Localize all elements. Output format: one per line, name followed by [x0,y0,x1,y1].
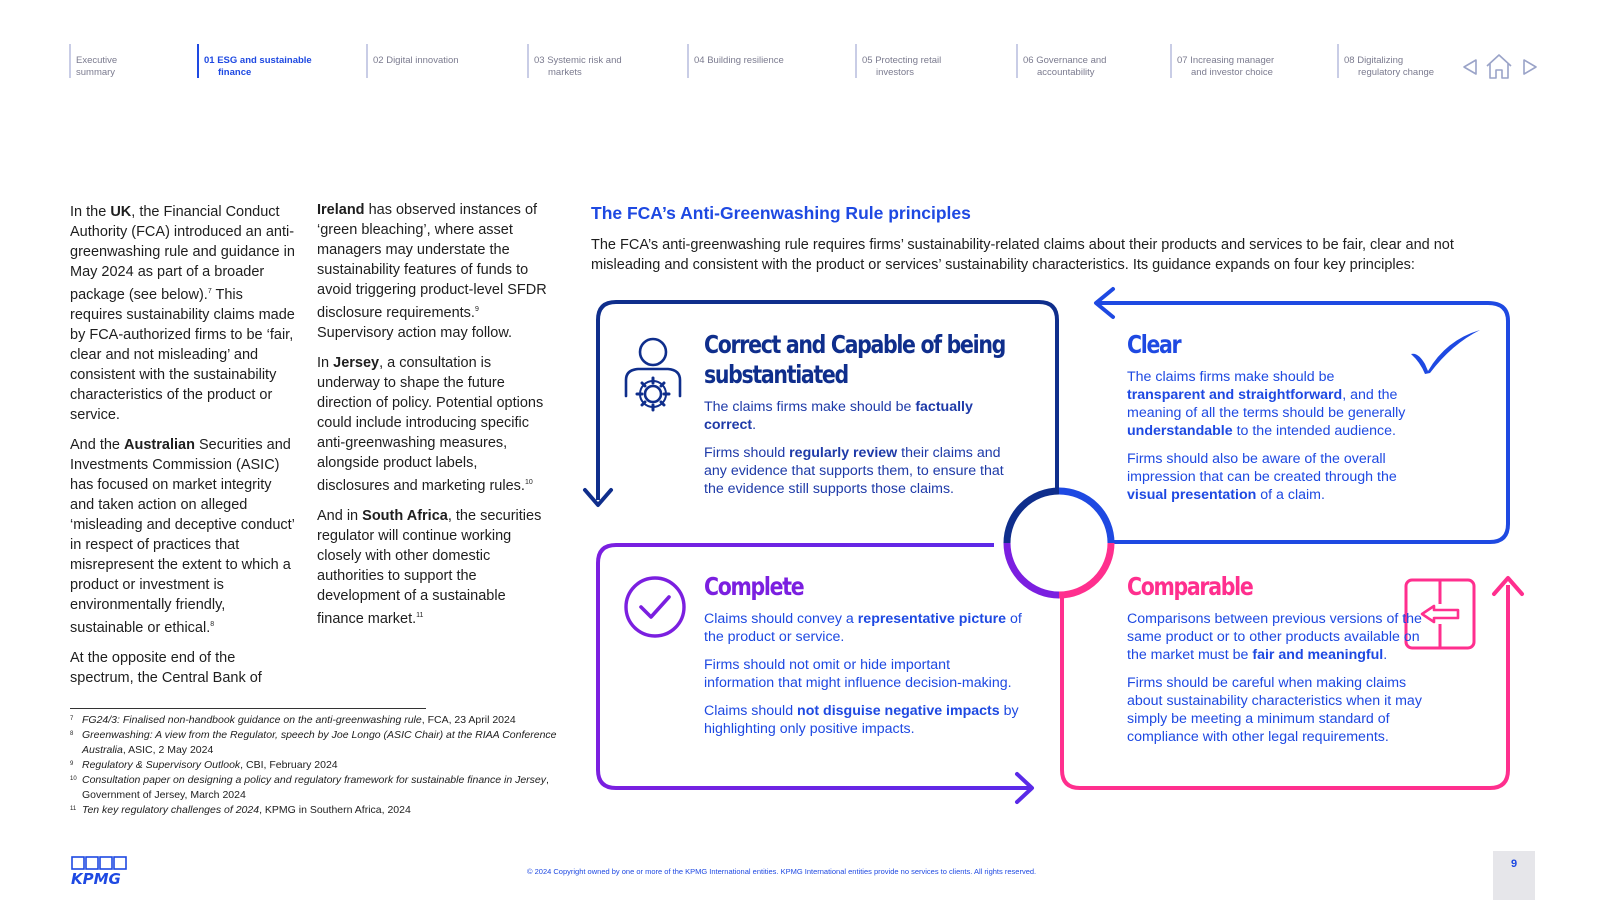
nav-label: Executive [76,55,118,66]
copyright-notice: © 2024 Copyright owned by one or more of… [527,867,1037,876]
nav-label: 03 Systemic risk and [534,55,622,66]
arrow-left-icon [1094,287,1115,319]
principle-clear: Clear The claims firms make should be tr… [1127,330,1407,514]
nav-label: 05 Protecting retail [862,55,942,66]
footnote-divider [70,708,426,709]
principle-text: Firms should not omit or hide important … [704,657,1012,691]
nav-label: and investor choice [1191,67,1273,78]
principle-text: Firms should regularly review their clai… [704,445,1004,497]
arrow-right-icon [1015,772,1034,804]
paragraph-ireland: Ireland has observed instances of ‘green… [317,202,547,341]
center-ring-pink [1058,542,1115,599]
paragraph-south-africa: And in South Africa, the securities regu… [317,507,542,627]
nav-item-esg[interactable]: 01 ESG and sustainable finance [197,44,312,78]
principle-complete: Complete Claims should convey a represen… [704,572,1024,748]
nav-item-digitalizing[interactable]: 08 Digitalizing regulatory change [1337,44,1434,78]
nav-label: 01 ESG and sustainable [204,55,312,66]
checkmark-icon [1411,330,1480,374]
nav-label: investors [876,67,915,78]
nav-label: accountability [1037,67,1095,78]
nav-item-manager-choice[interactable]: 07 Increasing manager and investor choic… [1170,44,1274,78]
compare-arrows-icon [1404,578,1476,650]
nav-item-building-resilience[interactable]: 04 Building resilience [687,44,784,78]
principle-comparable: Comparable Comparisons between previous … [1127,572,1437,756]
kpmg-logo: KPMG [71,856,127,886]
nav-item-protecting-retail[interactable]: 05 Protecting retail investors [855,44,941,78]
paragraph-jersey: In Jersey, a consultation is underway to… [317,354,544,494]
nav-label: 06 Governance and [1023,55,1107,66]
section-nav: Executive summary 01 ESG and sustainable… [69,44,1449,78]
body-column-1: In the UK, the Financial Conduct Authori… [70,202,295,698]
nav-label: 08 Digitalizing [1344,55,1404,66]
page-nav-controls [1462,52,1546,82]
principle-text: Comparisons between previous versions of… [1127,611,1422,663]
svg-text:KPMG: KPMG [71,870,121,886]
nav-label: regulatory change [1358,67,1435,78]
principle-title: Complete [704,572,805,601]
nav-label: markets [548,67,582,78]
body-column-2: Ireland has observed instances of ‘green… [317,200,547,638]
fca-principles-title: The FCA’s Anti-Greenwashing Rule princip… [591,203,971,223]
paragraph-opposite-end: At the opposite end of the spectrum, the… [70,649,262,686]
nav-item-executive-summary[interactable]: Executive summary [69,44,117,78]
nav-item-governance[interactable]: 06 Governance and accountability [1016,44,1106,78]
person-gear-icon [624,337,682,412]
center-ring-navy [1003,487,1060,544]
page-number: 9 [1493,851,1535,900]
nav-item-digital-innovation[interactable]: 02 Digital innovation [366,44,459,78]
principle-text: The claims firms make should be factuall… [704,399,973,433]
nav-label: 07 Increasing manager [1177,55,1275,66]
nav-label: summary [76,67,116,78]
principle-text: Claims should convey a representative pi… [704,611,1022,645]
check-circle-icon [624,576,686,638]
next-arrow-icon[interactable] [1522,58,1538,76]
principle-text: Firms should be careful when making clai… [1127,675,1422,745]
fca-principles-intro: The FCA’s anti-greenwashing rule require… [591,237,1454,273]
nav-item-systemic-risk[interactable]: 03 Systemic risk and markets [527,44,622,78]
paragraph-australia: And the Australian Securities and Invest… [70,436,295,636]
principle-title: Comparable [1127,572,1254,601]
home-icon[interactable] [1484,52,1514,80]
principle-text: The claims firms make should be transpar… [1127,369,1406,439]
nav-label: 02 Digital innovation [373,55,459,66]
nav-label: finance [218,67,252,78]
principle-text: Claims should not disguise negative impa… [704,703,1019,737]
arrow-down-icon [583,488,613,507]
principle-title: Clear [1127,330,1182,359]
center-ring-blue [1058,487,1115,544]
nav-label: 04 Building resilience [694,55,784,66]
principle-text: Firms should also be aware of the overal… [1127,451,1397,503]
arrow-up-icon [1492,576,1524,596]
previous-arrow-icon[interactable] [1462,58,1478,76]
paragraph-uk: In the UK, the Financial Conduct Authori… [70,204,295,423]
